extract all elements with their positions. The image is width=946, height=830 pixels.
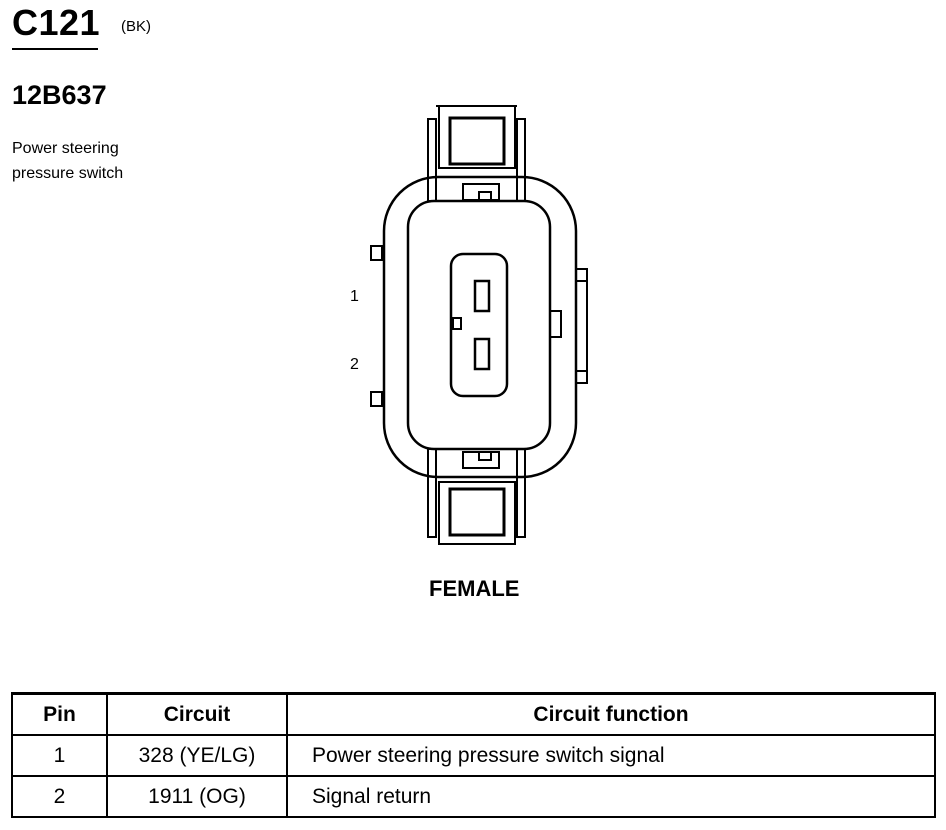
connector-id: C121 [12,2,101,43]
pin-table: Pin Circuit Circuit function 1 328 (YE/L… [11,692,936,818]
cell-function: Signal return [286,775,936,818]
right-rail [575,268,588,384]
header-pin: Pin [11,692,108,736]
cell-circuit: 328 (YE/LG) [106,734,288,777]
header-circuit-function: Circuit function [286,692,936,736]
top-latch [427,105,526,202]
left-tab [370,245,383,261]
description-line-2: pressure switch [12,165,124,182]
pin-2-label: 2 [350,356,359,373]
connector-face-diagram [370,105,588,545]
connector-view-label: FEMALE [429,576,520,601]
cell-circuit: 1911 (OG) [106,775,288,818]
table-row: 2 1911 (OG) Signal return [11,775,936,818]
pin-1-terminal [473,279,491,313]
inner-key [549,310,562,338]
cell-pin: 2 [11,775,108,818]
left-tab [370,391,383,407]
connector-color: (BK) [121,18,151,35]
description-line-1: Power steering [12,140,119,157]
header-circuit: Circuit [106,692,288,736]
cell-function: Power steering pressure switch signal [286,734,936,777]
right-tab [575,268,588,282]
connector-inner-body [406,199,552,451]
cell-pin: 1 [11,734,108,777]
connector-id-underline [12,48,98,50]
cavity-key [452,317,462,330]
table-row: 1 328 (YE/LG) Power steering pressure sw… [11,734,936,777]
pin-2-terminal [473,337,491,371]
right-tab [575,370,588,384]
table-header-row: Pin Circuit Circuit function [11,692,936,736]
part-number: 12B637 [12,80,107,110]
terminal-cavity [449,252,509,398]
pin-1-label: 1 [350,288,359,305]
bottom-latch [427,448,526,545]
component-description: Power steering pressure switch [12,136,123,186]
